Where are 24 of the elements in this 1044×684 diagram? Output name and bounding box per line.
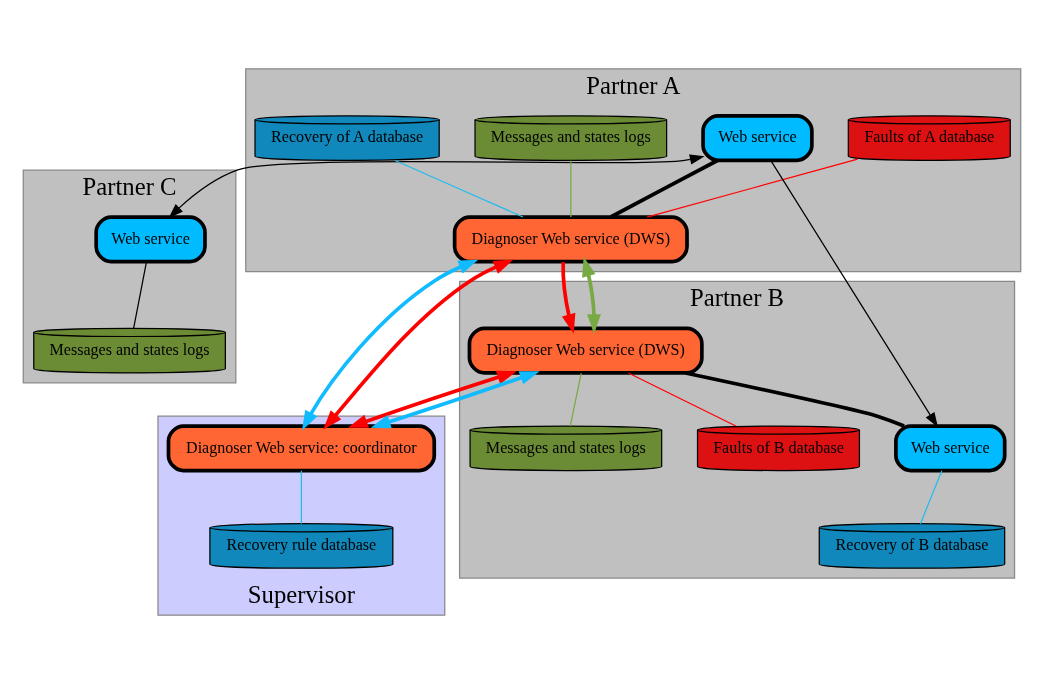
connector [570, 160, 572, 218]
arrow [770, 159, 938, 428]
connector [394, 159, 524, 218]
node-box: Diagnoser Web service: coordinator [166, 424, 437, 473]
arrow [561, 262, 576, 334]
arrow [323, 259, 514, 430]
connector [627, 372, 737, 427]
arrow [302, 259, 479, 431]
connector [609, 158, 719, 219]
connector [646, 158, 859, 218]
arrow [168, 154, 705, 219]
node-box: Diagnoser Web service (DWS) [452, 215, 689, 264]
connector [685, 371, 905, 428]
arrow [348, 370, 517, 428]
connector [919, 470, 943, 525]
connector [133, 261, 148, 329]
node-box: Web service [701, 113, 814, 163]
node-box: Web service [94, 215, 207, 264]
arrow [582, 256, 601, 334]
connector [300, 470, 302, 525]
node-box: Web service [894, 424, 1007, 473]
arrow [370, 371, 540, 429]
node-box: Diagnoser Web service (DWS) [467, 326, 704, 375]
connector [569, 372, 582, 427]
